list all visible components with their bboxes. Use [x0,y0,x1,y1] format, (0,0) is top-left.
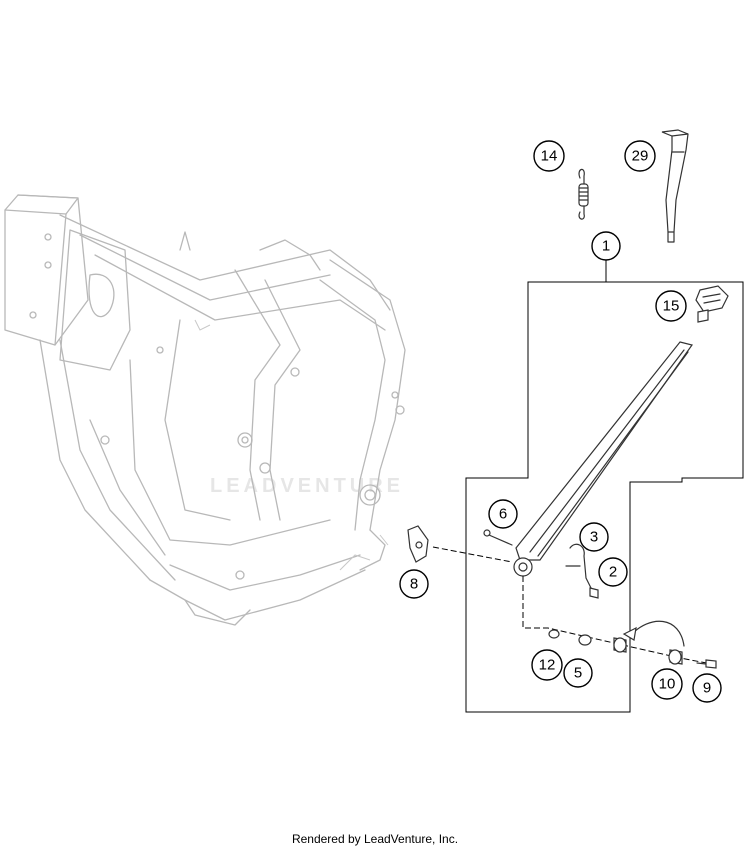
washer-5-part [578,634,592,646]
callout-2: 2 [598,557,628,587]
callout-29: 29 [624,140,656,172]
svg-text:9: 9 [703,680,711,697]
callout-10: 10 [651,668,683,700]
callout-1: 1 [591,231,621,261]
svg-text:15: 15 [663,298,680,315]
callout-5: 5 [563,658,593,688]
svg-text:10: 10 [659,676,676,693]
callout-14: 14 [533,140,565,172]
svg-text:2: 2 [609,564,617,581]
svg-text:1: 1 [602,238,610,255]
footer-credit: Rendered by LeadVenture, Inc. [291,832,459,846]
switch-plate-part [407,525,429,563]
svg-text:5: 5 [574,665,582,682]
bolt-6-part [483,529,513,546]
callout-8: 8 [399,569,429,599]
spring-hook-part [565,543,593,591]
stand-foot-part [695,285,729,323]
callout-3: 3 [579,522,609,552]
assembly-dash-line-8 [432,546,513,563]
parts-diagram: LEADVENTURE [4,129,744,713]
callout-6: 6 [488,499,518,529]
watermark-text: LEADVENTURE [210,475,404,497]
svg-text:14: 14 [541,148,558,165]
frame-drawing [4,194,406,626]
callout-12: 12 [531,649,563,681]
stand-tool-part [661,129,689,243]
screw-2-part [589,587,599,599]
svg-text:3: 3 [590,529,598,546]
bolt-9-part [696,659,717,669]
install-arrow [629,620,685,647]
circlip-12-part [548,629,560,639]
callout-15: 15 [655,290,687,322]
assembly-outline [465,281,744,713]
bushing-part [613,637,627,653]
install-arrow-head [622,626,637,641]
sleeve-10-part [668,649,683,665]
assembly-dash-line [522,576,713,665]
svg-text:8: 8 [410,576,418,593]
side-stand-part [513,341,693,577]
svg-text:6: 6 [499,506,507,523]
callout-9: 9 [692,673,722,703]
svg-text:12: 12 [539,657,556,674]
svg-text:29: 29 [632,148,649,165]
spring-part [578,168,589,220]
